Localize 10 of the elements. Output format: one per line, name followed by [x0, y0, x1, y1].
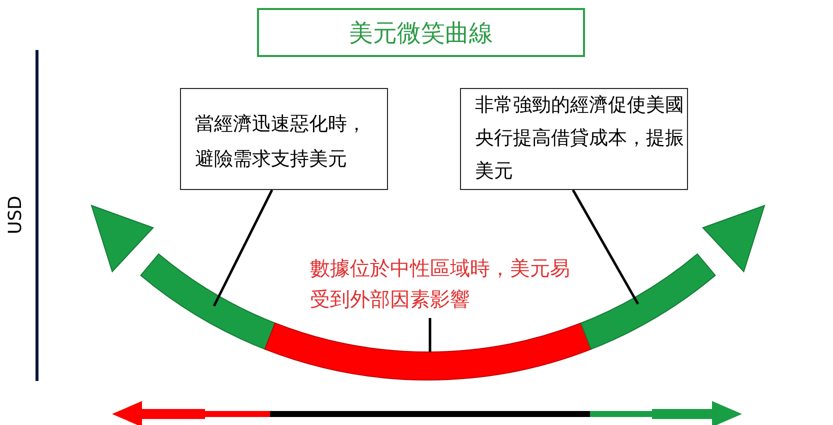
text-box — [180, 88, 388, 190]
leader-line — [572, 189, 640, 305]
annotation-text: 數據位於中性區域時，美元易受到外部因素影響 — [310, 255, 571, 313]
box-text: 非常強勁的經濟促使美國央行提高借貸成本，提振美元 — [474, 93, 685, 184]
title-box: 美元微笑曲線 — [257, 8, 585, 57]
leader-line — [212, 189, 274, 307]
leader-line — [428, 318, 432, 352]
text-box — [460, 88, 688, 190]
axis-label: USD — [4, 194, 27, 236]
box-text: 當經濟迅速惡化時，避險需求支持美元 — [194, 112, 367, 172]
